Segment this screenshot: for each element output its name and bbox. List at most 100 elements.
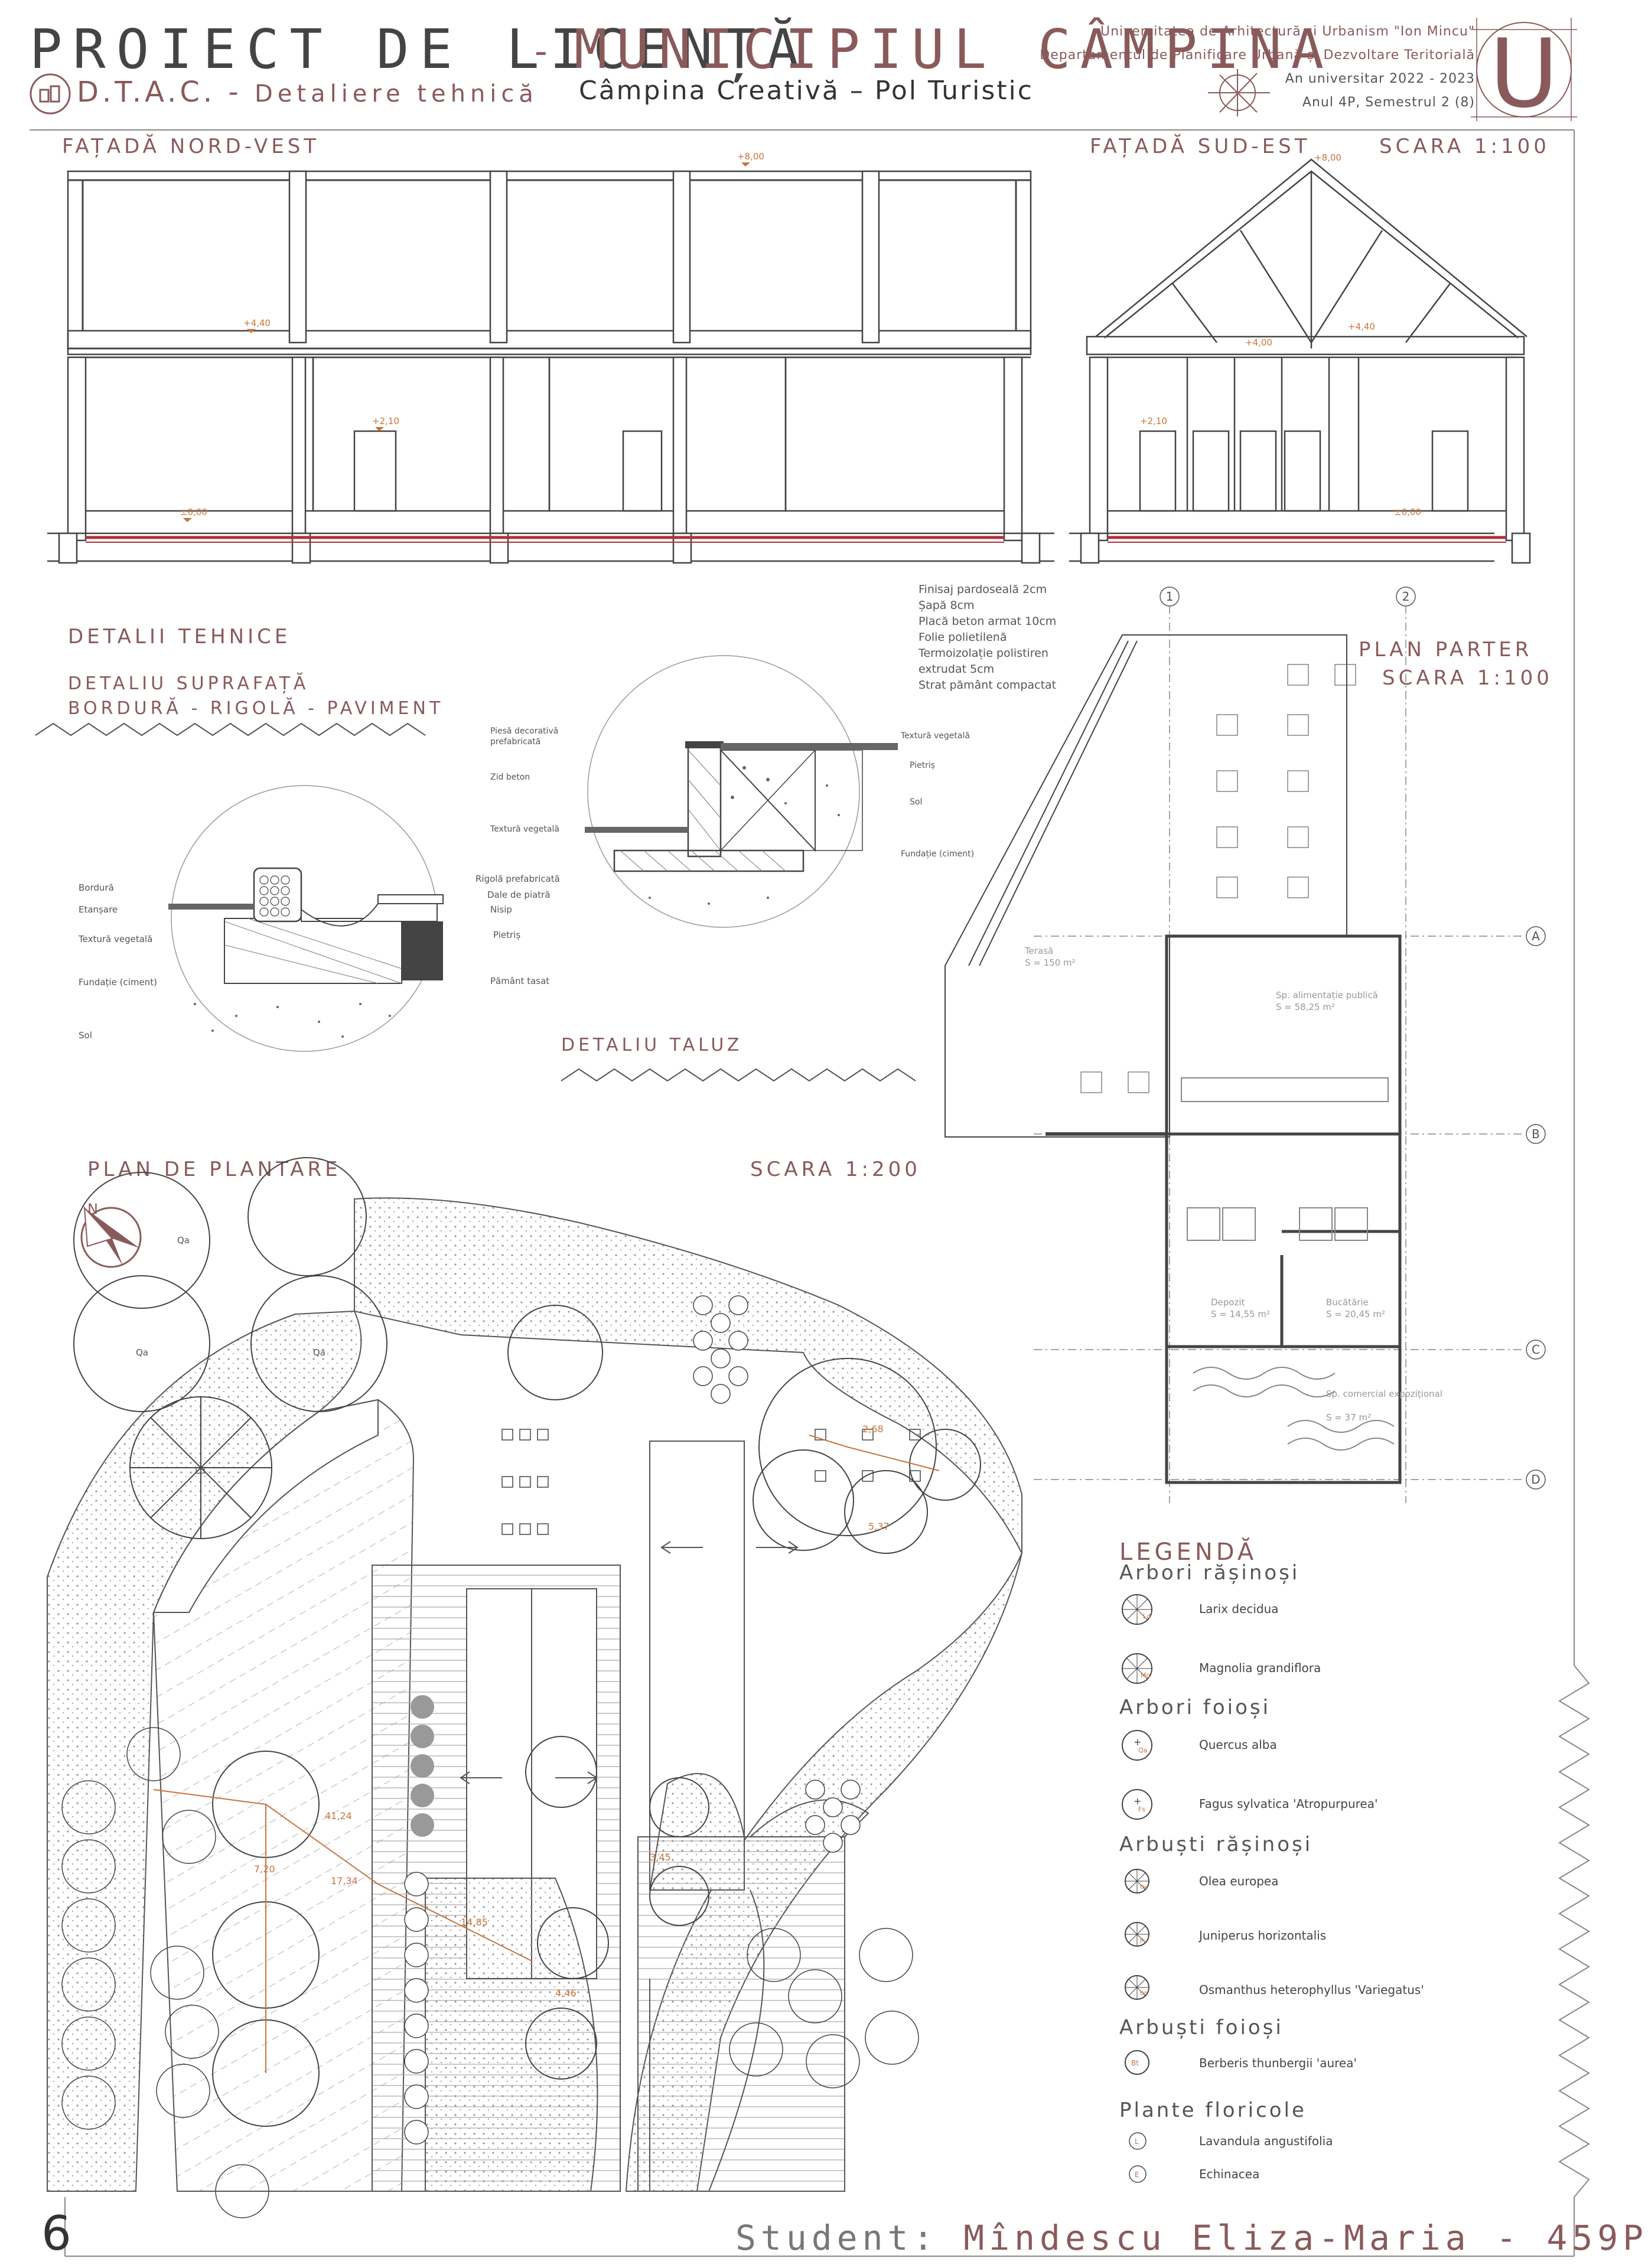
legend-group-head: Arbori foioși [1119,1696,1271,1719]
legend-item-name: Echinacea [1199,2167,1260,2181]
facade-drawings: +8,00 +4,40 +2,10 ±0,00 [47,151,1531,564]
compass-rose-icon [1208,69,1270,116]
subtitle-desc: Detaliere tehnică [254,80,538,107]
legend-group-head: Arbuști rășinoși [1119,1833,1313,1856]
slope-detail-title: DETALIU TALUZ [561,1035,743,1055]
quercus-symbol-icon: + Qa [1122,1730,1152,1761]
slope-detail [585,655,898,928]
surface-detail-title: DETALIU SUPRAFAȚĂ [68,673,310,694]
room-name: Terasă [1024,946,1053,956]
axis-letter: B [1532,1127,1540,1141]
legend-code: Mg [1141,1671,1150,1679]
slope-label: Sol [910,797,922,807]
room-name: Depozit [1211,1297,1245,1308]
larix-symbol-icon: Ld [1122,1594,1152,1625]
legend-code: Fs [1138,1806,1145,1813]
floor-layer: Șapă 8cm [919,599,975,612]
svg-text:Ld: Ld [195,1465,206,1476]
surface-label: Sol [79,1030,92,1041]
planting-dimension: 3,45 [650,1852,671,1863]
legend-title: LEGENDĂ [1119,1539,1258,1566]
page-frame [30,129,1590,2257]
legend-item-name: Osmanthus heterophyllus 'Variegatus' [1199,1983,1424,1997]
surface-label: Textură vegetală [78,934,152,944]
legend-code: E [1135,2171,1139,2179]
svg-text:+: + [1134,1795,1141,1807]
legend-code: L [1135,2137,1139,2146]
axis-num: 1 [1166,589,1174,604]
legend-group-head: Arbori rășinoși [1119,1561,1300,1585]
osmanthus-symbol-icon: Oh [1125,1975,1149,2000]
legend-panel: LEGENDĂ Arbori rășinoși Ld Larix decidua… [1119,1539,1568,2194]
facade-se [1069,158,1531,564]
olea-symbol-icon: Oe [1125,1869,1149,1894]
semester: Anul 4P, Semestrul 2 (8) [1302,95,1475,110]
fagus-symbol-icon: + Fs [1122,1789,1152,1820]
slope-label: Pietriș [910,761,935,770]
floor-layer: Folie polietilenă [919,631,1007,644]
planting-dimension: 41,24 [325,1810,352,1821]
floor-layer: Placă beton armat 10cm [919,615,1057,628]
magnolia-symbol-icon: Mg [1122,1653,1152,1684]
surface-label: Etanșare [79,904,118,915]
legend-item-name: Berberis thunbergii 'aurea' [1199,2056,1357,2070]
floor-layer: extrudat 5cm [919,663,995,676]
level-mid-nw: +4,40 [243,318,271,328]
facade-nw [47,170,1054,564]
slope-label: Textură vegetală [490,825,559,834]
university-block: Universitatea de Arhitectură și Urbanism… [1040,20,1475,115]
level-top-nw: +8,00 [737,151,764,162]
facade-se-title: FAȚADĂ SUD-EST [1090,135,1311,158]
legend-group-head: Plante floricole [1119,2098,1307,2122]
level-mid-se: +4,40 [1348,321,1375,332]
surface-label: Bordură [79,882,114,893]
north-arrow-icon: N [80,1201,142,1268]
surface-detail [168,785,444,1052]
title-dash: - [535,31,548,72]
floor-layer: Termoizolație polistiren [919,647,1048,660]
svg-text:Qa: Qa [136,1347,148,1358]
svg-text:+: + [1134,1736,1141,1748]
surface-label: Pământ tasat [490,976,549,986]
facade-scale: SCARA 1:100 [1379,135,1550,158]
ground-floor-plan: 1 2 A B C D Te [944,586,1546,1503]
student-name: Mîndescu Eliza-Maria - 459P [963,2218,1648,2258]
legend-item-name: Olea europea [1199,1874,1279,1888]
subtitle-code: D.T.A.C. - [77,76,242,109]
planting-dimension: 7,20 [254,1863,275,1875]
berberis-symbol-icon: Bt [1125,2050,1149,2075]
university-logo-icon: U [1471,18,1577,129]
surface-detail-sub: BORDURĂ - RIGOLĂ - PAVIMENT [68,698,444,719]
legend-item-name: Juniperus horizontalis [1199,1928,1327,1943]
details-title: DETALII TEHNICE [68,625,291,649]
legend-item-name: Larix decidua [1199,1602,1279,1616]
slope-label: Fundație (ciment) [901,849,974,859]
axis-letter: C [1532,1342,1540,1357]
planting-dimension: 4,46 [555,1987,577,1999]
level-top-se: +8,00 [1314,152,1341,163]
level-ground-se: ±0,00 [1394,507,1421,517]
ground-plan-scale: SCARA 1:100 [1382,666,1553,690]
municipality-title: MUNICIPIUL CÂMPINA [574,18,1333,81]
legend-code: Oh [1140,1991,1148,1997]
room-area: S = 150 m² [1025,957,1076,968]
department-name: Departamentul de Planificare Urbană și D… [1040,48,1475,63]
project-name: Câmpina Creativă – Pol Turistic [579,76,1034,106]
legend-item-name: Magnolia grandiflora [1199,1661,1321,1675]
subtitle: D.T.A.C. - Detaliere tehnică [77,76,538,109]
planting-dimension: 14,85 [461,1917,488,1928]
floor-layer: Finisaj pardoseală 2cm [919,583,1047,596]
dtac-logo-icon [30,73,71,115]
surface-label: Nisip [490,904,512,915]
legend-item-name: Fagus sylvatica 'Atropurpurea' [1199,1797,1378,1811]
legend-code: Jh [1139,1938,1145,1944]
surface-label: Fundație (ciment) [79,977,157,988]
legend-item-name: Lavandula angustifolia [1199,2134,1333,2148]
surface-label: Pietriș [493,930,520,940]
legend-group-head: Arbuști foioși [1119,2016,1284,2039]
page-title: PROIECT DE LICENȚĂ [30,18,810,81]
planting-dimension: 5,37 [868,1521,890,1532]
svg-text:Qa: Qa [313,1347,325,1358]
axis-letter: A [1532,929,1540,943]
